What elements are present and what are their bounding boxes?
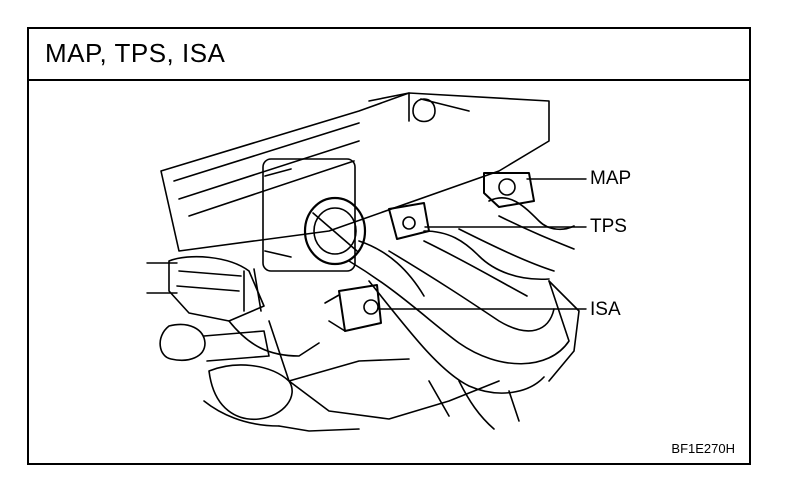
tps-sensor: [388, 202, 430, 240]
figure-title: MAP, TPS, ISA: [45, 38, 226, 68]
map-label: MAP: [590, 168, 632, 189]
engine-block: [159, 255, 520, 432]
hoses: [228, 196, 575, 430]
intake-runners: [348, 215, 580, 394]
map-sensor: [483, 172, 535, 208]
engine-illustration: [146, 92, 587, 432]
intake-plenum: [160, 92, 550, 252]
title-bar: MAP, TPS, ISA: [29, 29, 749, 81]
tps-label: TPS: [590, 216, 627, 237]
figure-code: BF1E270H: [671, 441, 735, 456]
isa-label: ISA: [590, 299, 621, 320]
throttle-body: [262, 158, 367, 272]
isa-actuator: [324, 284, 382, 332]
figure-frame: MAP, TPS, ISA: [27, 27, 751, 465]
leader-lines: [146, 178, 587, 310]
